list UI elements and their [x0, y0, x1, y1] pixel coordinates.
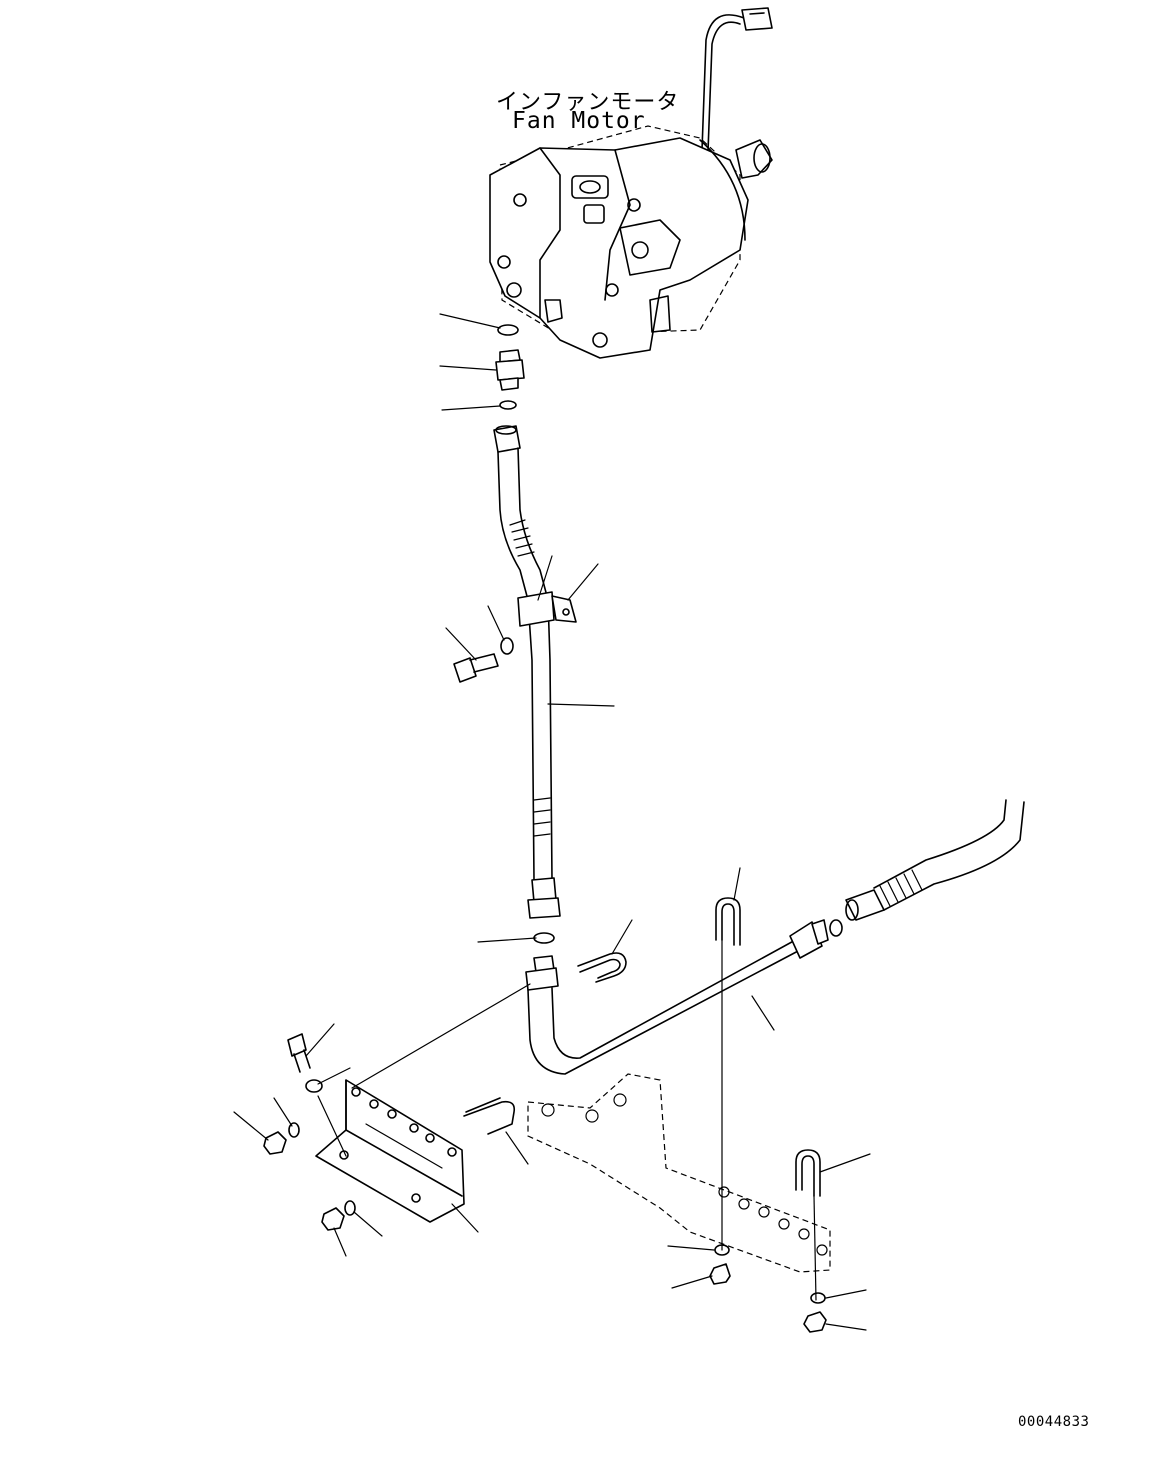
component-label-japanese: インファンモータ [496, 90, 680, 115]
o-ring-middle [499, 400, 517, 410]
hose-right [845, 799, 1025, 921]
hose-upper [493, 425, 561, 919]
clamp-bolt [453, 637, 514, 683]
callout-leaders [233, 313, 871, 1331]
adapter-fitting [495, 349, 525, 391]
u-bolt-frame [795, 1149, 821, 1197]
frame-nut-right [803, 1311, 827, 1333]
frame-washer-right [810, 1292, 826, 1304]
bracket [315, 1079, 465, 1223]
bracket-bolt [287, 1033, 323, 1093]
hose-clamp [517, 591, 577, 627]
frame-nut-left [709, 1263, 731, 1285]
component-label-english: Fan Motor [512, 108, 646, 134]
u-bolt-pipe-upper [715, 897, 741, 946]
alignment-lines [317, 939, 817, 1301]
bracket-nut-bottom [321, 1200, 356, 1231]
frame-member [527, 1073, 831, 1273]
u-bolt-pipe-elbow [577, 952, 627, 983]
o-ring-top [497, 324, 519, 336]
o-ring-lower [533, 932, 555, 944]
u-bolt-bracket [463, 1097, 516, 1135]
bracket-nut-left [263, 1122, 300, 1155]
pipe [525, 919, 843, 1075]
drawing-number: 00044833 [1018, 1414, 1090, 1430]
fan-motor [489, 125, 773, 359]
